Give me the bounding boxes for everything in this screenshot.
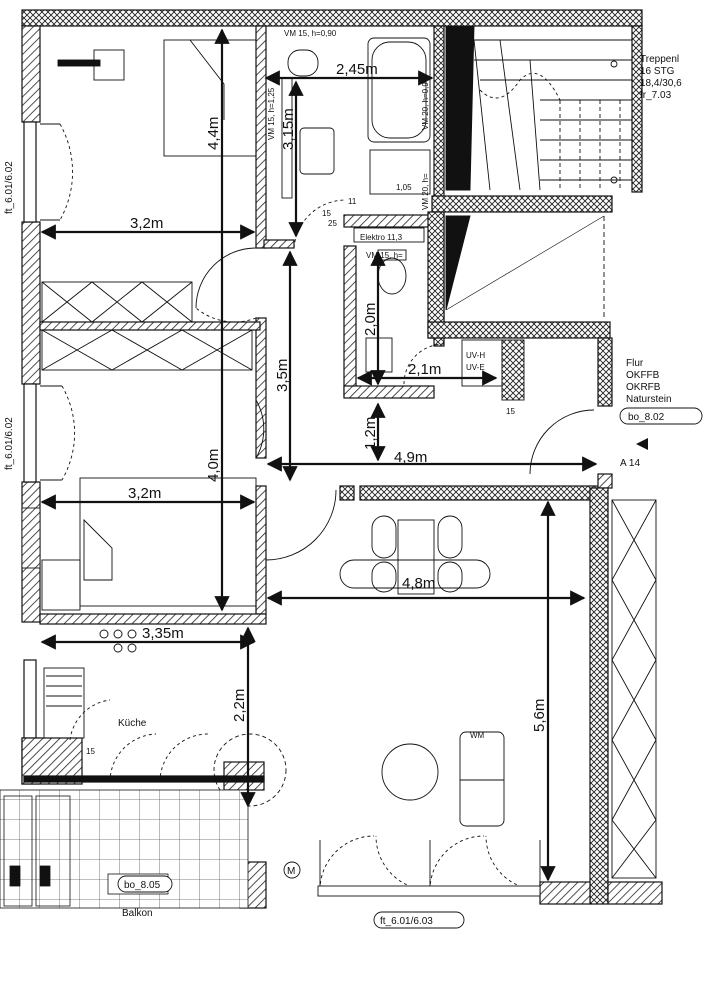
dim-label-3-2m-mid: 3,2m [128,485,161,502]
uve-label: UV-E [466,363,485,372]
dim-label-4-8m: 4,8m [402,575,435,592]
stair-line-1: Treppenl [640,54,679,65]
stair-line-4: fr_7.03 [640,90,672,101]
tag-ft-top: ft_6.01/6.02 [4,161,15,214]
tag-ft-bottom: ft_6.01/6.03 [380,916,433,927]
room-kitchen: Küche [118,718,147,729]
dim-label-2-1m: 2,1m [408,361,441,378]
dim-label-4-4m: 4,4m [205,117,222,150]
bathroom-fixtures [281,37,525,401]
dimension-lines [40,28,598,882]
walls [21,9,663,909]
dim-label-4-0m: 4,0m [205,449,222,482]
tag-ft-mid: ft_6.01/6.02 [4,417,15,470]
tag-bo-8-05: bo_8.05 [124,880,161,891]
num-15-b: 15 [506,407,515,416]
dim-label-3-5m: 3,5m [274,359,291,392]
dim-label-1-2m: 1,2m [362,417,379,450]
num-105: 1,05 [396,183,412,192]
dim-label-3-15m: 3,15m [280,108,297,150]
dim-label-4-9m: 4,9m [394,449,427,466]
stair-line-2: 16 STG [640,66,675,77]
stair-line-3: 18,4/30,6 [640,78,682,89]
num-15-c: 15 [86,747,95,756]
entry-arrow-icon [636,438,648,450]
vm-label-mid: VM 15, h= [366,251,403,260]
dim-label-2-0m: 2,0m [362,303,379,336]
vm-label-side: VM 20, h= [421,173,430,210]
doors [40,123,595,897]
vm-label-125: VM 15, h=1,25 [267,87,276,140]
dim-label-3-2m-top: 3,2m [130,215,163,232]
flur-line-3: OKRFB [626,382,661,393]
flur-line-2: OKFFB [626,370,660,381]
num-15-a: 15 [322,209,331,218]
wm-label: WM [470,731,485,740]
tag-m: M [287,866,295,877]
num-11: 11 [348,197,357,206]
flur-line-4: Naturstein [626,394,672,405]
annotations: VM 15, h=0,90 VM 20, h=0,9 VM 15, h=1,25… [4,29,703,929]
dimension-labels: 4,4m 2,45m 3,15m 3,2m 2,0m 2,1m 3,5m 1,2… [128,61,548,732]
num-25: 25 [328,219,337,228]
flur-line-1: Flur [626,358,644,369]
tag-a14: A 14 [620,458,640,469]
vm-label-20: VM 20, h=0,9 [421,82,430,130]
dim-label-2-45m: 2,45m [336,61,378,78]
staircase [445,25,632,320]
dim-label-2-2m: 2,2m [231,689,248,722]
elektro-label: Elektro 11,3 [360,233,403,242]
dim-label-3-35m: 3,35m [142,625,184,642]
room-balcony: Balkon [122,908,153,919]
vm-label-top: VM 15, h=0,90 [284,29,337,38]
furniture [21,39,657,879]
dim-label-5-6m: 5,6m [531,699,548,732]
uvh-label: UV-H [466,351,485,360]
tag-bo-8-02: bo_8.02 [628,412,665,423]
